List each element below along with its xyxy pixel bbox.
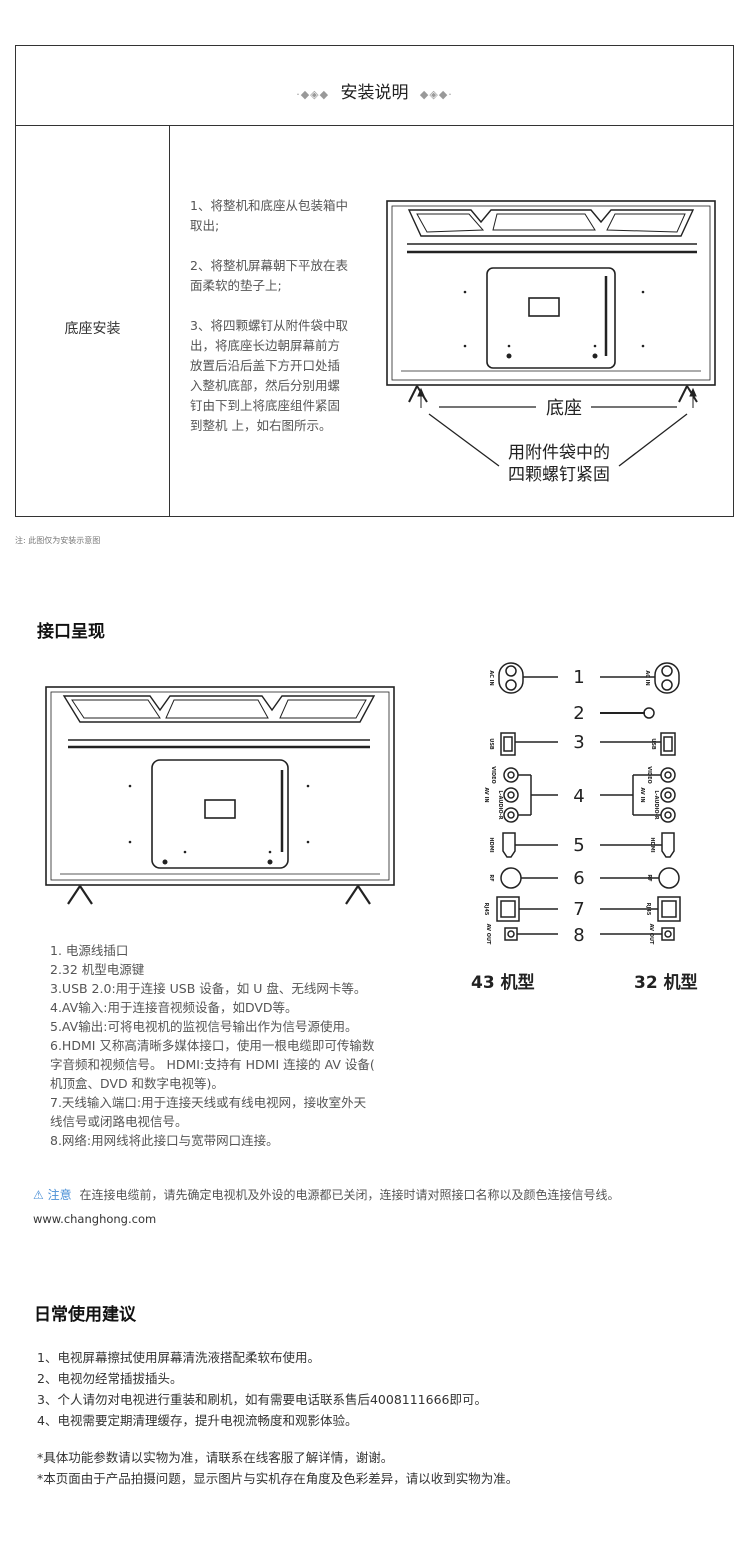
label-screw-line1: 用附件袋中的 [508, 443, 610, 463]
warning-note: ⚠ 注意 在连接电缆前，请先确定电视机及外设的电源都已关闭，连接时请对照接口名称… [33, 1186, 619, 1203]
port-label-video-43: VIDEO [490, 766, 496, 784]
interface-list-item: 7.天线输入端口:用于连接天线或有线电视网，接收室外天 [50, 1095, 367, 1110]
interface-list-item: 线信号或闭路电视信号。 [50, 1114, 188, 1129]
warning-text: 在连接电缆前，请先确定电视机及外设的电源都已关闭，连接时请对照接口名称以及颜色连… [79, 1188, 620, 1202]
decoration-right: ◆◈◆· [419, 88, 453, 101]
interface-title: 接口呈现 [37, 622, 105, 642]
port-label-audio-32: L-AUDIO-R [653, 790, 659, 819]
port-label-av-out-32: AV OUT [648, 924, 654, 945]
install-header: ·◆◈◆ 安装说明 ◆◈◆· [16, 46, 733, 126]
interface-list-item: 2.32 机型电源键 [50, 962, 145, 977]
install-table: ·◆◈◆ 安装说明 ◆◈◆· 底座安装 1、将整机和底座从包装箱中取出; 2、将… [15, 45, 734, 517]
port-number-3: 3 [573, 732, 584, 753]
website-link[interactable]: www.changhong.com [33, 1212, 157, 1226]
port-label-hdmi-43: HDMI [488, 837, 494, 852]
install-step-1: 1、将整机和底座从包装箱中取出; [190, 198, 348, 233]
daily-note: *本页面由于产品拍摄问题，显示图片与实机存在角度及色彩差异，请以收到实物为准。 [37, 1471, 519, 1486]
daily-item: 2、电视勿经常插拔插头。 [37, 1371, 183, 1386]
install-row-label: 底座安装 [64, 321, 121, 337]
daily-title: 日常使用建议 [34, 1305, 136, 1325]
daily-item: 1、电视屏幕擦拭使用屏幕清洗液搭配柔软布使用。 [37, 1350, 320, 1365]
daily-note: *具体功能参数请以实物为准，请联系在线客服了解详情，谢谢。 [37, 1450, 394, 1465]
port-label-usb-43: USB [488, 738, 494, 750]
daily-item: 3、个人请勿对电视进行重装和刷机，如有需要电话联系售后4008111666即可。 [37, 1392, 487, 1407]
daily-notes: *具体功能参数请以实物为准，请联系在线客服了解详情，谢谢。 *本页面由于产品拍摄… [37, 1447, 518, 1489]
install-step-3: 3、将四颗螺钉从附件袋中取出，将底座长边朝屏幕前方放置后沿后盖下方开口处插入整机… [190, 318, 348, 433]
tv-stand-diagram: 底座 用附件袋中的 四颗螺钉紧固 [386, 200, 716, 485]
ports-diagram: AC IN AC IN USB USB AV IN VIDEO L-AUDIO-… [483, 662, 681, 946]
install-title: 安装说明 [340, 83, 409, 103]
port-label-ac-in-32: AC IN [644, 670, 650, 685]
interface-list-item: 字音频和视频信号。 HDMI:支持有 HDMI 连接的 AV 设备( [50, 1057, 375, 1072]
interface-list-item: 机顶盒、DVD 和数字电视等)。 [50, 1076, 224, 1091]
port-label-ac-in-43: AC IN [488, 670, 494, 685]
port-label-hdmi-32: HDMI [649, 837, 655, 852]
port-label-rj45-32: RJ45 [645, 903, 651, 916]
warning-label: 注意 [47, 1188, 72, 1202]
port-label-av-in-43: AV IN [483, 787, 489, 802]
daily-list: 1、电视屏幕擦拭使用屏幕清洗液搭配柔软布使用。 2、电视勿经常插拔插头。 3、个… [37, 1347, 487, 1431]
port-number-5: 5 [573, 835, 584, 856]
port-label-usb-32: USB [650, 738, 656, 750]
interface-list-item: 3.USB 2.0:用于连接 USB 设备，如 U 盘、无线网卡等。 [50, 981, 367, 996]
port-label-rf-32: RF [646, 874, 652, 881]
daily-item: 4、电视需要定期清理缓存，提升电视流畅度和观影体验。 [37, 1413, 358, 1428]
install-left-cell: 底座安装 [16, 126, 170, 516]
port-number-7: 7 [573, 899, 584, 920]
install-footnote: 注: 此图仅为安装示意图 [15, 536, 101, 545]
model-43-label: 43 机型 [471, 973, 535, 993]
port-label-av-in-32: AV IN [639, 787, 645, 802]
model-32-label: 32 机型 [634, 973, 698, 993]
interface-list-item: 8.网络:用网线将此接口与宽带网口连接。 [50, 1133, 279, 1148]
decoration-left: ·◆◈◆ [296, 88, 330, 101]
tv-back-diagram [45, 686, 395, 905]
port-label-video-32: VIDEO [646, 766, 652, 784]
label-screw-line2: 四颗螺钉紧固 [508, 465, 610, 485]
interface-list-item: 1. 电源线插口 [50, 943, 129, 958]
label-base: 底座 [546, 398, 582, 419]
port-number-8: 8 [573, 925, 584, 946]
interface-list-item: 5.AV输出:可将电视机的监视信号输出作为信号源使用。 [50, 1019, 358, 1034]
port-number-4: 4 [573, 786, 584, 807]
port-number-6: 6 [573, 868, 584, 889]
warning-icon: ⚠ [33, 1188, 44, 1202]
port-number-1: 1 [573, 667, 584, 688]
port-label-rf-43: RF [488, 874, 494, 881]
port-label-rj45-43: RJ45 [483, 903, 489, 916]
install-step-2: 2、将整机屏幕朝下平放在表面柔软的垫子上; [190, 258, 348, 293]
port-label-av-out-43: AV OUT [485, 924, 491, 945]
install-title-row: ·◆◈◆ 安装说明 ◆◈◆· [16, 78, 733, 103]
interface-list: 1. 电源线插口 2.32 机型电源键 3.USB 2.0:用于连接 USB 设… [50, 941, 395, 1150]
install-steps: 1、将整机和底座从包装箱中取出; 2、将整机屏幕朝下平放在表面柔软的垫子上; 3… [190, 196, 352, 456]
interface-list-item: 4.AV输入:用于连接音视频设备，如DVD等。 [50, 1000, 298, 1015]
port-label-audio-43: L-AUDIO-R [497, 790, 503, 819]
interface-list-item: 6.HDMI 又称高清晰多媒体接口，使用一根电缆即可传输数 [50, 1038, 375, 1053]
port-number-2: 2 [573, 703, 584, 724]
